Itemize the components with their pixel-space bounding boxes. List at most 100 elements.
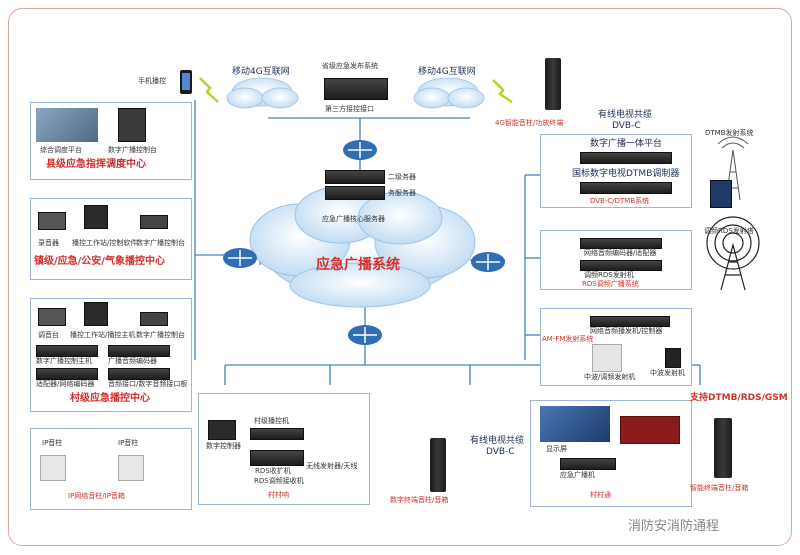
rds-item-1: 网络音频编码器/适配器 [584,249,657,257]
dtmb-modulator-device [580,182,672,194]
display-screen-photo [540,406,610,442]
village-host-device [36,345,98,357]
router-icon-right [471,252,505,272]
far-right-title: 支持DTMB/RDS/GSM [690,393,788,403]
radio-box-title: 村村响 [268,491,289,499]
digital-frontend-label: 数字广播一体平台 [590,139,663,149]
village-item-5: 广播音频编码器 [108,357,157,365]
business-server-2-label: 务服务器 [388,189,416,197]
ip-speaker-box-2 [118,455,144,481]
adapter-label: 国标数字电视DTMB调制器 [572,169,680,179]
village-console-device [140,312,168,326]
village-adapter-device [36,368,98,380]
mw-transmitter-label: 中波发射机 [650,369,685,377]
rds-encoder-device [580,238,662,249]
am-fm-label: AM-FM发射系统 [542,335,594,343]
watermark: 消防安消防通程 [628,519,720,534]
rds-item-2: 调频RDS发射机 [584,271,634,279]
village-item-7: 音频接口/数字音频接口板 [108,380,188,388]
console-device [140,215,168,229]
village-interface-device [108,368,170,380]
mobile-label: 手机播控 [138,77,166,85]
village-center-title: 村级应急播控中心 [70,393,150,404]
internet-cloud-left [226,77,299,109]
dvbc-item-2: 应急广播机 [560,471,595,479]
dispatch-room-photo [36,108,98,142]
speaker-box-label: 中波/调频发射机 [584,373,636,381]
core-cloud-label: 应急广播系统 [316,257,400,273]
village-item-1: 调音台 [38,331,59,339]
ip-speaker-box-1 [40,455,66,481]
radio-box-panel [198,393,370,505]
village-encoder-device [108,345,170,357]
net-left-label: 移动4G互联网 [232,67,290,77]
right-dvbc-label: DVB-C [612,121,641,131]
dtmb-cabinet [710,180,732,208]
mobile-phone-icon [180,70,192,94]
town-center-title: 镇级/应急/公安/气象播控中心 [34,256,165,267]
router-icon-bottom [348,325,382,345]
radio-item-1: 数字控制器 [206,442,241,450]
digital-frontend-device [580,152,672,164]
mixer-device [38,212,66,230]
radio-item-5: 无线发射器/天线 [306,462,358,470]
emergency-player-device [560,458,616,470]
dtmb-system-label: DVB-C/DTMB系统 [590,197,650,205]
village-workstation-device [84,302,108,326]
village-mixer-device [38,308,66,326]
mw-transmitter-device [665,348,681,368]
third-party-device [324,78,388,100]
ip-speaker-title: IP网络音柱/IP音箱 [68,492,125,500]
rds-item-3: RDS调频广播系统 [582,280,639,288]
town-item-3: 数字广播控制台 [136,239,185,247]
town-item-2: 播控工作站/控制软件 [72,239,138,247]
ip-item-1: IP音柱 [42,439,63,447]
county-center-title: 县级应急指挥调度中心 [46,159,146,170]
county-item-2: 数字广播控制台 [108,146,157,154]
village-item-6: 适配器/网络编码器 [36,380,95,388]
village-item-3: 数字广播控制台 [136,331,185,339]
town-item-1: 录音器 [38,239,59,247]
rds-tower-icon [706,216,760,291]
router-icon-left [223,248,257,268]
desk-phone-device [118,108,146,142]
router-icon-top [343,140,377,160]
led-display-board [620,416,680,444]
dtmb-label: DTMB发射系统 [705,129,754,137]
rds-transmitter-device [580,260,662,271]
top-speaker-column [545,58,561,110]
am-fm-device [590,316,670,327]
core-server-label: 应急广播核心服务器 [322,215,385,223]
dvbc-item-1: 显示屏 [546,445,567,453]
business-server-2 [325,186,385,200]
radio-item-3: RDS收扩机 [255,467,291,475]
right-cable-label: 有线电视共缆 [598,110,653,120]
rds-tower-label: 调频RDS发射塔 [704,227,754,235]
workstation-device [84,205,108,229]
third-party-label: 第三方接控接口 [325,105,374,113]
core-cloud [249,186,476,308]
am-fm-device-label: 网络音频播发机/控制器 [590,327,663,335]
digital-controller-device [208,420,236,440]
village-item-4: 数字广播控制主机 [36,357,92,365]
bottom-dvbc-label: DVB-C [486,447,515,457]
far-right-tower-label: 智能终端音柱/音箱 [690,484,749,492]
net-right-label: 移动4G互联网 [418,67,476,77]
radio-item-4: RDS调频接收机 [254,477,304,485]
village-player-device [250,428,304,440]
rds-receiver-device [250,450,304,466]
town-center-panel [30,198,192,280]
village-item-2: 播控工作站/播控主机 [70,331,136,339]
county-item-1: 综合调度平台 [40,146,82,154]
top-speaker-label: 4G智能音柱/功放终端 [495,119,564,127]
bottom-cable-label: 有线电视共缆 [470,436,525,446]
business-server-1-label: 二级务器 [388,173,416,181]
transmitter-cabinet [592,344,622,372]
bottom-speaker-column [430,438,446,492]
dvbc-box-title: 村村通 [590,491,611,499]
dtmb-panel [540,134,692,208]
business-server-1 [325,170,385,184]
internet-cloud-right [413,77,485,109]
radio-item-2: 村级播控机 [254,417,289,425]
